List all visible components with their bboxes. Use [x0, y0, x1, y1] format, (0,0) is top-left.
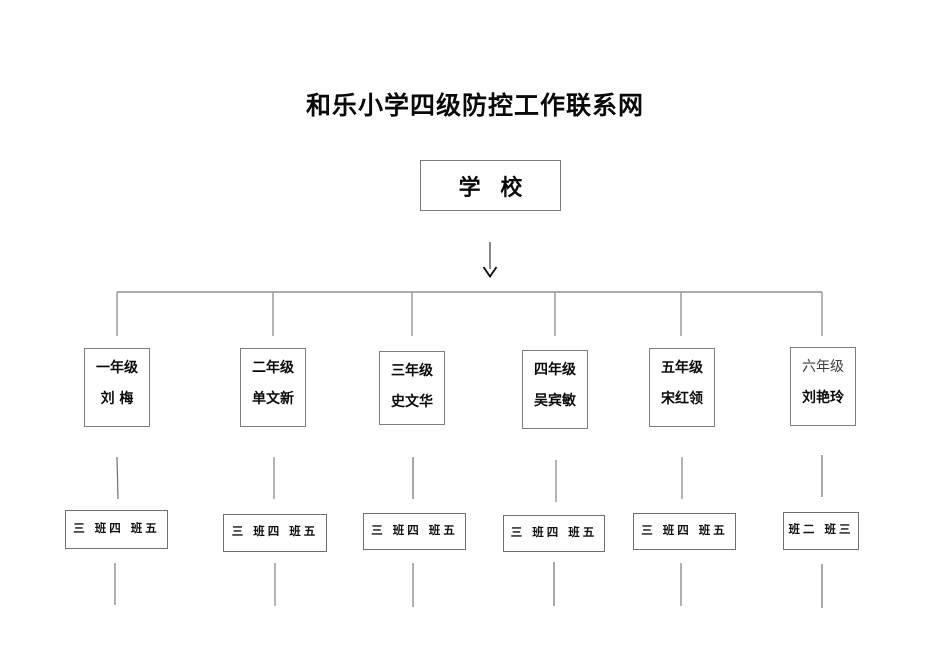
grade-label: 四年级	[534, 362, 576, 378]
grade-box-5: 五年级 宋红领	[649, 348, 715, 427]
class-box-5: 三 班四 班五	[633, 513, 736, 550]
grade-box-1: 一年级 刘 梅	[84, 348, 150, 427]
grade-box-4: 四年级 吴宾敏	[522, 350, 588, 429]
class-box-6: 班二 班三	[783, 512, 859, 550]
grade-box-3: 三年级 史文华	[379, 351, 445, 425]
school-node: 学 校	[420, 160, 561, 211]
class-list-label: 班二 班三	[788, 522, 854, 536]
school-node-label: 学 校	[458, 174, 529, 201]
teacher-name: 刘艳玲	[802, 390, 844, 406]
teacher-name: 史文华	[391, 394, 433, 410]
grade-label: 一年级	[96, 360, 138, 376]
grade-label: 五年级	[661, 360, 703, 376]
teacher-name: 吴宾敏	[534, 393, 576, 409]
teacher-name: 宋红领	[661, 391, 703, 407]
class-list-label: 三 班四 班五	[73, 520, 160, 535]
grade-label: 三年级	[391, 363, 433, 379]
mid-link-1	[116, 456, 119, 500]
teacher-name: 单文新	[252, 391, 294, 407]
down-arrow-icon	[482, 266, 498, 279]
class-list-label: 三 班四 班五	[371, 522, 458, 537]
teacher-name: 刘 梅	[100, 391, 134, 407]
class-list-label: 三 班四 班五	[231, 524, 319, 538]
chart-title: 和乐小学四级防控工作联系网	[305, 91, 644, 120]
class-list-label: 三 班四 班五	[641, 522, 728, 537]
class-list-label: 三 班四 班五	[510, 524, 598, 539]
class-box-2: 三 班四 班五	[223, 514, 327, 552]
class-box-4: 三 班四 班五	[503, 515, 605, 552]
class-box-1: 三 班四 班五	[65, 510, 168, 549]
grade-label: 二年级	[252, 360, 294, 376]
class-box-3: 三 班四 班五	[363, 513, 466, 550]
grade-box-2: 二年级 单文新	[240, 348, 306, 427]
grade-label: 六年级	[802, 359, 844, 375]
grade-box-6: 六年级 刘艳玲	[790, 347, 856, 426]
